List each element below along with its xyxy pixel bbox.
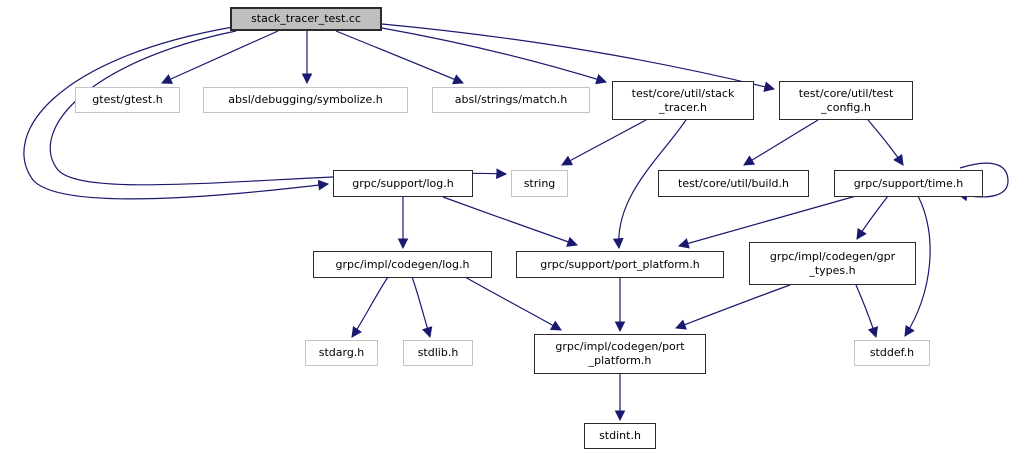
node-codegen-port-platform-h[interactable]: grpc/impl/codegen/port _platform.h	[534, 334, 706, 374]
edge-gprtypes-codegenpp	[674, 284, 791, 330]
edge-codegenlog-stdlib	[411, 276, 433, 339]
node-stdint-h[interactable]: stdint.h	[584, 423, 656, 449]
node-codegen-log-h[interactable]: grpc/impl/codegen/log.h	[313, 251, 492, 278]
edge-root-supportlog	[23, 26, 330, 200]
edge-testconfig-time	[867, 119, 904, 166]
node-stdarg-h: stdarg.h	[305, 340, 378, 366]
node-absl-symbolize-h: absl/debugging/symbolize.h	[203, 87, 408, 113]
edge-stacktracer-string	[561, 119, 647, 166]
node-grpc-support-time-h[interactable]: grpc/support/time.h	[834, 170, 983, 197]
node-gpr-types-h[interactable]: grpc/impl/codegen/gpr _types.h	[749, 242, 916, 285]
node-test-config-h[interactable]: test/core/util/test _config.h	[779, 81, 913, 120]
edge-time-gprtypes	[856, 195, 889, 240]
edge-supportlog-supportpp	[442, 196, 579, 247]
node-stddef-h: stddef.h	[854, 340, 930, 366]
edge-root-match	[335, 30, 464, 85]
edge-stacktracer-supportpp	[612, 119, 687, 250]
node-absl-strings-match-h: absl/strings/match.h	[432, 87, 590, 113]
node-string: string	[511, 170, 568, 197]
edge-gprtypes-stddef	[855, 284, 879, 339]
node-stdlib-h: stdlib.h	[403, 340, 473, 366]
edge-time-supportpp	[677, 195, 857, 249]
edge-testconfig-build	[743, 119, 819, 166]
edge-root-stacktracer	[381, 27, 608, 85]
node-support-port-platform-h[interactable]: grpc/support/port_platform.h	[516, 251, 724, 278]
node-build-h[interactable]: test/core/util/build.h	[658, 170, 809, 197]
edge-root-gtest	[161, 30, 279, 84]
node-stack-tracer-test-cc: stack_tracer_test.cc	[230, 7, 382, 31]
edge-root-testconfig	[381, 23, 776, 92]
node-grpc-support-log-h[interactable]: grpc/support/log.h	[333, 170, 473, 197]
node-stack-tracer-h[interactable]: test/core/util/stack _tracer.h	[612, 81, 754, 120]
edge-codegenlog-stdarg	[351, 276, 389, 338]
edge-time-stddef	[904, 195, 931, 337]
node-gtest-h: gtest/gtest.h	[75, 87, 180, 113]
edge-codegenlog-codegenpp	[464, 276, 562, 331]
